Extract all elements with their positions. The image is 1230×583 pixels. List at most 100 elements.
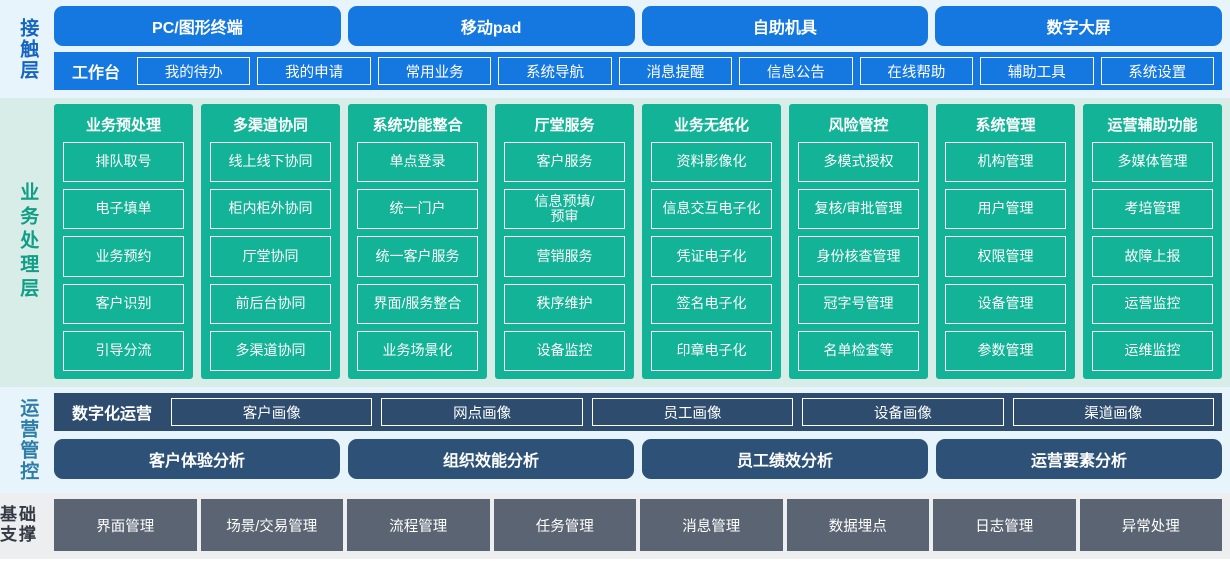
business-item[interactable]: 统一客户服务 [357,236,478,277]
analysis-employee-performance[interactable]: 员工绩效分析 [642,439,928,479]
business-column-risk-control: 风险管控 多模式授权 复核/审批管理 身份核查管理 冠字号管理 名单检查等 [789,104,928,379]
business-item[interactable]: 运维监控 [1092,330,1213,372]
business-item[interactable]: 多渠道协同 [210,330,331,372]
workbench-item-online-help[interactable]: 在线帮助 [859,57,974,85]
channel-digital-screen[interactable]: 数字大屏 [935,6,1222,46]
business-item[interactable]: 厅堂协同 [210,236,331,277]
business-item[interactable]: 故障上报 [1092,236,1213,277]
workbench-item-todo[interactable]: 我的待办 [137,57,251,85]
business-item[interactable]: 复核/审批管理 [798,189,919,230]
business-item[interactable]: 柜内柜外协同 [210,189,331,230]
business-item[interactable]: 冠字号管理 [798,283,919,324]
column-items: 多模式授权 复核/审批管理 身份核查管理 冠字号管理 名单检查等 [798,142,919,372]
business-item[interactable]: 设备管理 [945,283,1066,324]
portrait-employee[interactable]: 员工画像 [591,398,794,426]
operations-layer-label: 运营管控 [17,398,39,482]
digital-operations-band: 数字化运营 客户画像 网点画像 员工画像 设备画像 渠道画像 [54,393,1222,431]
foundation-layer: 基础 支撑 界面管理 场景/交易管理 流程管理 任务管理 消息管理 数据埋点 日… [0,493,1230,559]
business-item[interactable]: 权限管理 [945,236,1066,277]
analysis-row: 客户体验分析 组织效能分析 员工绩效分析 运营要素分析 [54,439,1222,479]
business-item[interactable]: 客户识别 [63,283,184,324]
business-item[interactable]: 资料影像化 [651,142,772,183]
workbench-item-applications[interactable]: 我的申请 [257,57,371,85]
column-title: 运营辅助功能 [1107,117,1198,134]
business-item[interactable]: 营销服务 [504,236,625,277]
foundation-item-data-tracking[interactable]: 数据埋点 [786,499,929,551]
business-item[interactable]: 电子填单 [63,189,184,230]
column-title: 业务预处理 [85,117,161,134]
business-item[interactable]: 引导分流 [63,330,184,372]
business-item[interactable]: 多媒体管理 [1092,142,1213,183]
business-layer-body: 业务预处理 排队取号 电子填单 业务预约 客户识别 引导分流 多渠道协同 线上线… [54,104,1222,379]
business-item[interactable]: 业务场景化 [357,330,478,372]
business-item[interactable]: 排队取号 [63,142,184,183]
business-item[interactable]: 凭证电子化 [651,236,772,277]
business-item[interactable]: 签名电子化 [651,283,772,324]
business-item[interactable]: 印章电子化 [651,330,772,372]
portrait-channel[interactable]: 渠道画像 [1012,398,1214,426]
foundation-item-task-management[interactable]: 任务管理 [493,499,636,551]
business-item[interactable]: 前后台协同 [210,283,331,324]
portrait-device[interactable]: 设备画像 [802,398,1004,426]
business-item[interactable]: 运营监控 [1092,283,1213,324]
business-item[interactable]: 界面/服务整合 [357,283,478,324]
workbench-item-common-business[interactable]: 常用业务 [377,57,492,85]
business-item[interactable]: 信息交互电子化 [651,189,772,230]
business-column-operation-support: 运营辅助功能 多媒体管理 考培管理 故障上报 运营监控 运维监控 [1083,104,1222,379]
business-item[interactable]: 考培管理 [1092,189,1213,230]
analysis-organization-efficiency[interactable]: 组织效能分析 [348,439,634,479]
column-title: 系统功能整合 [372,117,463,134]
foundation-row: 界面管理 场景/交易管理 流程管理 任务管理 消息管理 数据埋点 日志管理 异常… [54,499,1222,551]
workbench-item-settings[interactable]: 系统设置 [1100,57,1214,85]
column-items: 单点登录 统一门户 统一客户服务 界面/服务整合 业务场景化 [357,142,478,372]
foundation-item-scenario-transaction[interactable]: 场景/交易管理 [200,499,343,551]
channel-pc[interactable]: PC/图形终端 [54,6,341,46]
workbench-item-tools[interactable]: 辅助工具 [980,57,1094,85]
business-layer-label: 业务处理层 [17,181,39,302]
foundation-item-exception-handling[interactable]: 异常处理 [1079,499,1222,551]
column-items: 多媒体管理 考培管理 故障上报 运营监控 运维监控 [1092,142,1213,372]
contact-layer: 接触层 PC/图形终端 移动pad 自助机具 数字大屏 工作台 我的待办 我的申… [0,0,1230,98]
portrait-branch[interactable]: 网点画像 [381,398,583,426]
workbench-item-message-alert[interactable]: 消息提醒 [618,57,733,85]
business-item[interactable]: 业务预约 [63,236,184,277]
workbench-item-announcement[interactable]: 信息公告 [739,57,853,85]
business-item[interactable]: 机构管理 [945,142,1066,183]
business-item[interactable]: 用户管理 [945,189,1066,230]
analysis-customer-experience[interactable]: 客户体验分析 [54,439,340,479]
column-title: 业务无纸化 [673,117,749,134]
business-columns: 业务预处理 排队取号 电子填单 业务预约 客户识别 引导分流 多渠道协同 线上线… [54,104,1222,379]
business-item[interactable]: 多模式授权 [798,142,919,183]
column-items: 排队取号 电子填单 业务预约 客户识别 引导分流 [63,142,184,372]
business-column-lobby-service: 厅堂服务 客户服务 信息预填/ 预审 营销服务 秩序维护 设备监控 [495,104,634,379]
column-title: 系统管理 [975,117,1036,134]
business-item[interactable]: 设备监控 [504,330,625,372]
column-title: 风险管控 [828,117,889,134]
analysis-operation-factors[interactable]: 运营要素分析 [936,439,1222,479]
contact-layer-body: PC/图形终端 移动pad 自助机具 数字大屏 工作台 我的待办 我的申请 常用… [54,6,1222,92]
business-item[interactable]: 秩序维护 [504,283,625,324]
business-item[interactable]: 客户服务 [504,142,625,183]
foundation-item-log-management[interactable]: 日志管理 [933,499,1076,551]
business-item[interactable]: 统一门户 [357,189,478,230]
foundation-layer-body: 界面管理 场景/交易管理 流程管理 任务管理 消息管理 数据埋点 日志管理 异常… [54,499,1222,551]
channel-self-service[interactable]: 自助机具 [641,6,929,46]
column-title: 厅堂服务 [534,117,595,134]
workbench-item-system-nav[interactable]: 系统导航 [498,57,612,85]
business-item[interactable]: 线上线下协同 [210,142,331,183]
business-item[interactable]: 单点登录 [357,142,478,183]
foundation-item-process-management[interactable]: 流程管理 [347,499,490,551]
foundation-item-message-management[interactable]: 消息管理 [640,499,783,551]
business-item[interactable]: 参数管理 [945,330,1066,372]
business-item[interactable]: 名单检查等 [798,330,919,372]
business-layer: 业务处理层 业务预处理 排队取号 电子填单 业务预约 客户识别 引导分流 多渠道… [0,98,1230,387]
portrait-customer[interactable]: 客户画像 [171,398,373,426]
column-items: 客户服务 信息预填/ 预审 营销服务 秩序维护 设备监控 [504,142,625,372]
column-items: 线上线下协同 柜内柜外协同 厅堂协同 前后台协同 多渠道协同 [210,142,331,372]
channel-mobile-pad[interactable]: 移动pad [347,6,635,46]
business-item[interactable]: 身份核查管理 [798,236,919,277]
business-item[interactable]: 信息预填/ 预审 [504,189,625,230]
foundation-item-ui-management[interactable]: 界面管理 [54,499,197,551]
business-column-system-management: 系统管理 机构管理 用户管理 权限管理 设备管理 参数管理 [936,104,1075,379]
